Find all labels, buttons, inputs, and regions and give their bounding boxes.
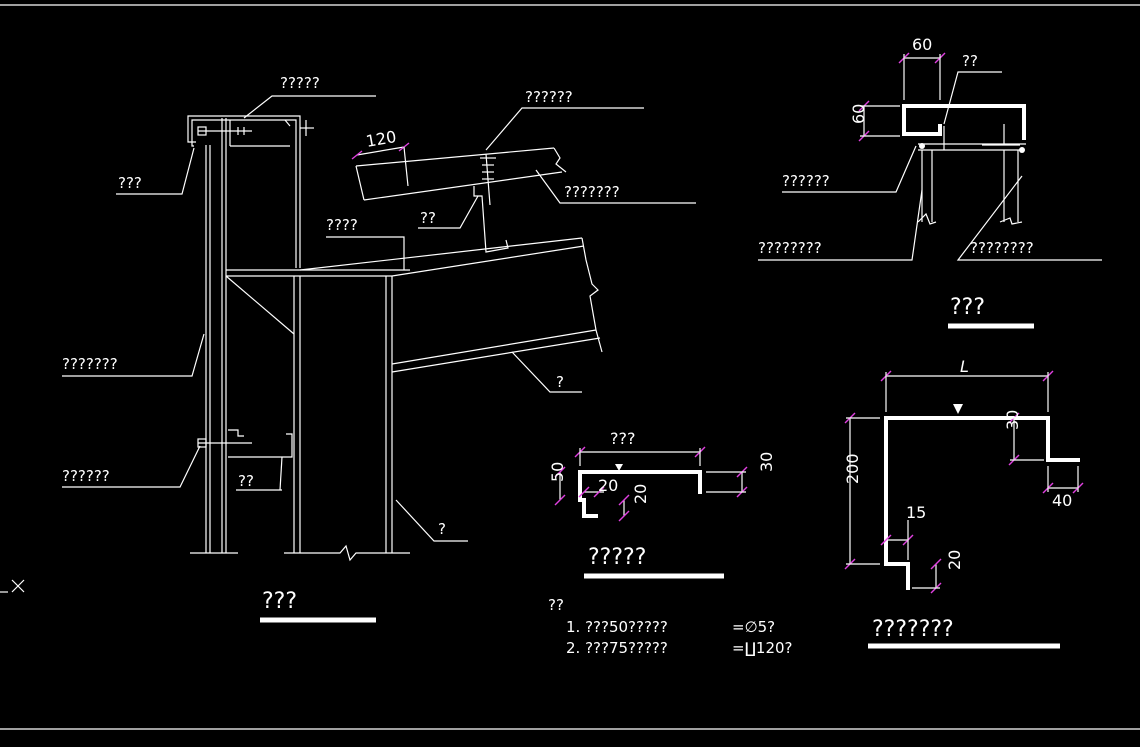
dim-30-flashing: 30 (1003, 410, 1022, 430)
label-column: ? (438, 520, 446, 538)
dim-20-gutter-h: 20 (598, 476, 618, 495)
label-beam: ? (556, 373, 564, 391)
title-gutter: ????? (588, 545, 646, 570)
note-1: 1. ???50????? (566, 618, 668, 636)
notes-heading: ?? (548, 596, 564, 614)
label-lower-small: ?? (238, 472, 254, 490)
ucs-icon (0, 579, 25, 593)
eaves-detail (62, 95, 696, 562)
dim-40: 40 (1052, 491, 1072, 510)
dim-20-gutter-v: 20 (631, 484, 650, 504)
label-ridge-3: ???????? (970, 239, 1034, 257)
dim-20-flashing: 20 (945, 550, 964, 570)
dim-15: 15 (906, 503, 926, 522)
flashing-profile-detail (844, 370, 1084, 594)
note-2-value: =∐120? (732, 639, 793, 657)
dim-50: 50 (548, 462, 567, 482)
note-2: 2. ???75????? (566, 639, 668, 657)
dim-gutter-width: ??? (610, 429, 635, 448)
label-top-flashing: ????? (280, 74, 320, 92)
title-eaves: ??? (262, 589, 297, 614)
title-ridge: ??? (950, 295, 985, 320)
gutter-detail (554, 446, 748, 522)
label-purlin: ?? (420, 209, 436, 227)
title-flashing: ??????? (872, 617, 954, 642)
label-left-2: ??????? (62, 355, 118, 373)
dim-L: L (960, 357, 969, 376)
label-left-1: ??? (118, 174, 142, 192)
label-left-3: ?????? (62, 467, 110, 485)
dim-30-gutter: 30 (757, 452, 776, 472)
label-roof-fastener: ?????? (525, 88, 573, 106)
note-1-value: =∅5? (732, 618, 775, 636)
dim-200: 200 (843, 453, 862, 484)
dim-60-vertical: 60 (849, 104, 868, 124)
ridge-detail (758, 52, 1102, 261)
label-ridge-2: ???????? (758, 239, 822, 257)
dim-60-horizontal: 60 (912, 35, 932, 54)
label-ridge-top: ?? (962, 52, 978, 70)
label-center: ???? (326, 216, 358, 234)
label-roof-panel: ??????? (564, 183, 620, 201)
label-ridge-1: ?????? (782, 172, 830, 190)
dim-120: 120 (364, 127, 397, 151)
